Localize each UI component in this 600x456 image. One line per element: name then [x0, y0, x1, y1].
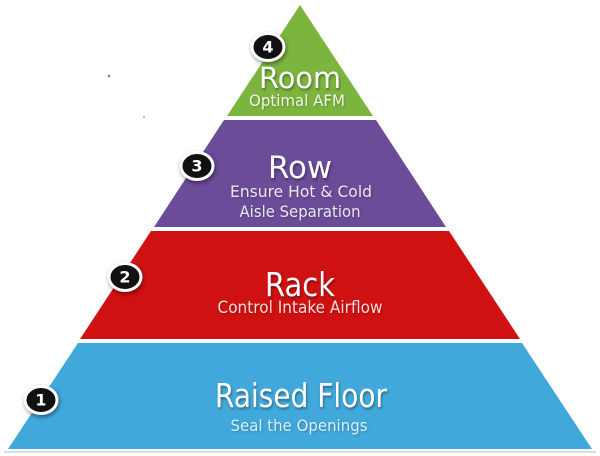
- level-title-rack: Rack: [265, 265, 336, 304]
- level-subtitle-rack: Control Intake Airflow: [218, 298, 383, 317]
- badge-circle: [23, 385, 59, 415]
- badge-number: 1: [35, 391, 46, 410]
- badge-circle: [179, 151, 215, 181]
- level-subtitle-room: Optimal AFM: [249, 91, 345, 110]
- badge-number: 2: [119, 268, 130, 287]
- badge-circle: [107, 262, 143, 292]
- level-title-row: Row: [268, 150, 332, 186]
- speck-dot: [107, 74, 111, 78]
- level-raised-floor: Raised Floor Seal the Openings: [8, 343, 592, 449]
- badge-level-3: 3: [179, 151, 215, 181]
- level-row: Row Ensure Hot & Cold Aisle Separation: [154, 120, 446, 227]
- badge-number: 4: [262, 38, 273, 57]
- badge-number: 3: [191, 157, 202, 176]
- level-subtitle-raised-floor: Seal the Openings: [231, 416, 368, 435]
- level-shape-room: [227, 5, 373, 116]
- badge-level-1: 1: [23, 385, 59, 415]
- level-room: Room Optimal AFM: [227, 5, 373, 116]
- level-shape-rack: [80, 231, 520, 339]
- level-subtitle-row-line1: Ensure Hot & Cold: [230, 182, 372, 201]
- speck-dot: [142, 115, 146, 119]
- badge-level-4: 4: [250, 32, 286, 62]
- level-rack: Rack Control Intake Airflow: [80, 231, 520, 339]
- level-shape-row: [154, 120, 446, 227]
- level-subtitle-row-line2: Aisle Separation: [240, 202, 361, 221]
- level-title-room: Room: [259, 61, 341, 95]
- badge-circle: [250, 32, 286, 62]
- level-title-raised-floor: Raised Floor: [215, 376, 387, 415]
- badge-level-2: 2: [107, 262, 143, 292]
- level-shape-raised-floor: [8, 343, 592, 449]
